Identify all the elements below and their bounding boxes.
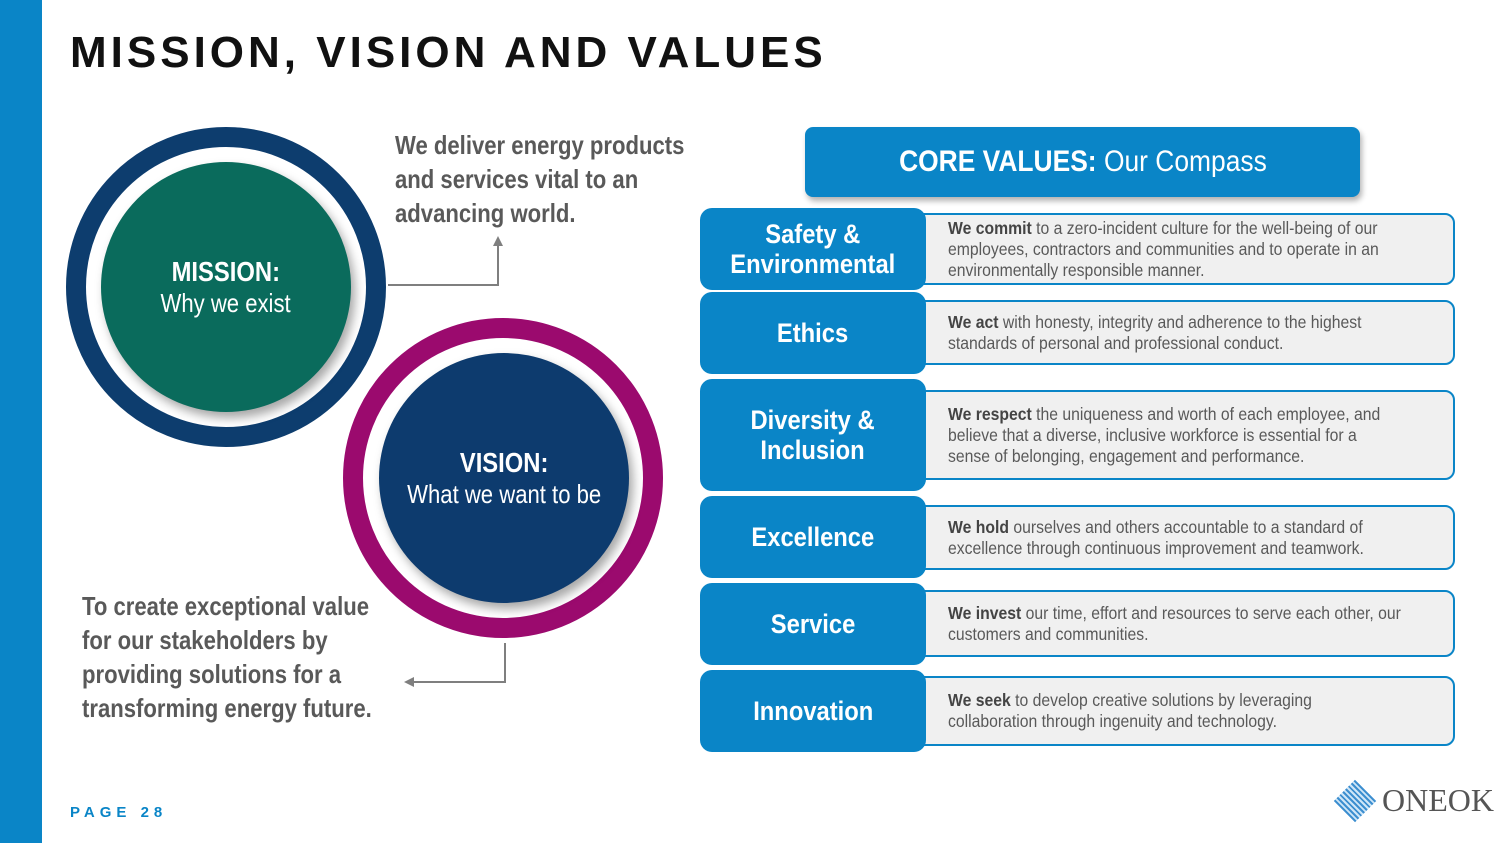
vision-line: To create exceptional value: [82, 591, 370, 621]
mission-statement: We deliver energy products and services …: [395, 128, 684, 230]
page-title: MISSION, VISION AND VALUES: [70, 28, 827, 77]
value-text: the uniqueness and worth of each employe…: [948, 403, 1381, 466]
value-label: Innovation: [700, 670, 926, 752]
value-text: our time, effort and resources to serve …: [948, 602, 1401, 644]
diamond-icon: [1333, 779, 1377, 822]
value-label-text: Excellence: [751, 522, 875, 552]
value-lead: We invest: [948, 602, 1022, 623]
value-label-text: Service: [770, 609, 856, 639]
value-label: Ethics: [700, 292, 926, 374]
value-text: to a zero-incident culture for the well-…: [948, 217, 1379, 280]
vision-line: for our stakeholders by: [82, 625, 328, 655]
vision-circle: VISION: What we want to be: [379, 353, 629, 603]
value-lead: We hold: [948, 516, 1009, 537]
vision-statement: To create exceptional value for our stak…: [82, 589, 372, 725]
value-label: Safety &Environmental: [700, 208, 926, 290]
vision-line: transforming energy future.: [82, 693, 372, 723]
value-text: ourselves and others accountable to a st…: [948, 516, 1364, 558]
value-description: We seek to develop creative solutions by…: [916, 676, 1455, 746]
value-text: with honesty, integrity and adherence to…: [948, 311, 1362, 353]
value-lead: We act: [948, 311, 999, 332]
value-description: We commit to a zero-incident culture for…: [916, 213, 1455, 285]
oneok-logo: ONEOK: [1333, 779, 1494, 822]
value-lead: We commit: [948, 217, 1032, 238]
value-text: to develop creative solutions by leverag…: [948, 690, 1312, 731]
mission-line: and services vital to an: [395, 164, 639, 194]
logo-text: ONEOK: [1382, 782, 1494, 818]
left-accent-bar: [0, 0, 42, 843]
mission-sub: Why we exist: [160, 287, 292, 318]
core-values-heading-bold: CORE VALUES:: [898, 145, 1097, 178]
value-label-text: Diversity &Inclusion: [750, 405, 876, 465]
mission-heading: MISSION:: [171, 255, 281, 287]
vision-sub: What we want to be: [406, 478, 602, 509]
value-label: Excellence: [700, 496, 926, 578]
value-lead: We respect: [948, 403, 1032, 424]
vision-line: providing solutions for a: [82, 659, 342, 689]
core-values-header: CORE VALUES: Our Compass: [805, 127, 1360, 197]
value-description: We invest our time, effort and resources…: [916, 590, 1455, 657]
core-values-heading-rest: Our Compass: [1096, 145, 1267, 178]
value-description: We hold ourselves and others accountable…: [916, 505, 1455, 570]
value-description: We act with honesty, integrity and adher…: [916, 300, 1455, 365]
value-label-text: Innovation: [752, 696, 874, 726]
mission-circle: MISSION: Why we exist: [101, 162, 351, 412]
vision-heading: VISION:: [459, 446, 549, 478]
value-description: We respect the uniqueness and worth of e…: [916, 390, 1455, 480]
value-lead: We seek: [948, 690, 1011, 710]
value-label-text: Safety &Environmental: [730, 219, 896, 279]
value-label: Service: [700, 583, 926, 665]
page-number: PAGE 28: [70, 804, 168, 821]
value-label-text: Ethics: [777, 318, 849, 348]
value-label: Diversity &Inclusion: [700, 379, 926, 491]
mission-line: We deliver energy products: [395, 130, 685, 160]
mission-line: advancing world.: [395, 198, 576, 228]
